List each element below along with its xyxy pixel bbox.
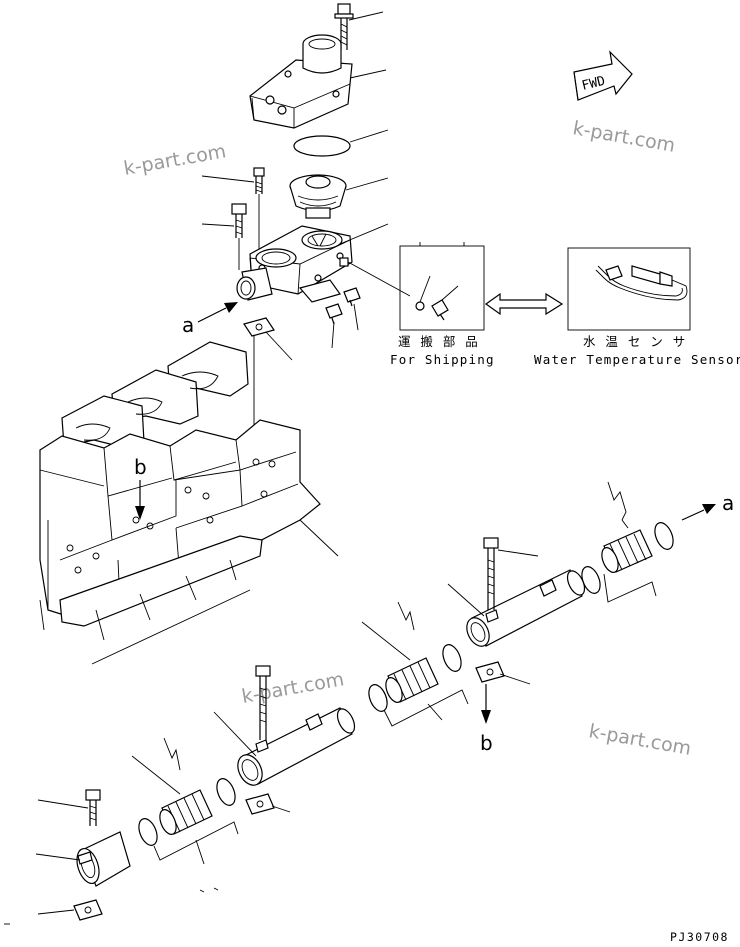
leader-line bbox=[271, 805, 291, 813]
forward-direction-arrow-icon: FWD bbox=[573, 50, 633, 101]
elbow-pipe-icon bbox=[76, 831, 131, 887]
arrow-head-icon bbox=[702, 504, 716, 514]
arrow-line bbox=[681, 509, 705, 521]
callout-b-right: b bbox=[480, 731, 493, 755]
leader-line bbox=[499, 673, 531, 685]
leader-line bbox=[427, 703, 443, 721]
leader-line bbox=[621, 519, 629, 529]
watermark-4: k-part.com bbox=[587, 720, 693, 760]
top-bolt-icon bbox=[334, 3, 354, 50]
arrow-line bbox=[197, 307, 227, 323]
leader-line bbox=[361, 621, 411, 661]
sensor-connector-icon bbox=[605, 265, 623, 281]
squiggle-leader bbox=[397, 601, 415, 631]
pipe-gasket-right-icon bbox=[475, 661, 505, 683]
for-shipping-panel bbox=[399, 242, 485, 331]
drain-plug-icon bbox=[343, 287, 361, 307]
elbow-bolt-icon bbox=[85, 789, 101, 826]
callout-b-left: b bbox=[134, 455, 147, 479]
watermark-1: k-part.com bbox=[122, 140, 228, 180]
o-ring-icon bbox=[293, 135, 351, 157]
pipe-bolt-lower-icon bbox=[255, 665, 271, 740]
hose-connector-lower-icon bbox=[159, 789, 213, 835]
leader-line bbox=[299, 519, 339, 557]
hose-connector-middle-icon bbox=[385, 657, 439, 703]
housing-gasket-icon bbox=[243, 317, 275, 337]
leader-line bbox=[35, 853, 81, 861]
water-temperature-sensor-panel bbox=[567, 247, 691, 331]
sensor-jp-label: 水 温 セ ン サ bbox=[583, 334, 686, 349]
drawing-code: PJ30708 bbox=[670, 930, 729, 943]
callout-a-right: a bbox=[722, 491, 734, 515]
leader-line bbox=[331, 321, 335, 349]
leader-line bbox=[447, 583, 485, 617]
leader-line bbox=[131, 755, 181, 795]
leader-line bbox=[201, 175, 255, 183]
pipe-gasket-lower-icon bbox=[245, 793, 275, 815]
leader-line bbox=[348, 11, 384, 21]
group-bracket-line bbox=[383, 689, 469, 727]
o-ring-icon bbox=[216, 778, 236, 806]
water-pipe-lower-icon bbox=[237, 707, 356, 786]
elbow-gasket-icon bbox=[73, 899, 103, 921]
group-bracket-line bbox=[153, 821, 239, 861]
o-ring-icon bbox=[368, 684, 388, 712]
engine-block-icon bbox=[39, 341, 321, 665]
leader-line bbox=[265, 331, 293, 361]
leader-line bbox=[349, 69, 387, 79]
leader-line bbox=[37, 799, 89, 809]
leader-line bbox=[37, 909, 75, 915]
leader-line bbox=[349, 129, 389, 143]
leader-line bbox=[339, 223, 389, 245]
fwd-label: FWD bbox=[580, 74, 607, 94]
squiggle-leader bbox=[163, 737, 181, 771]
stud-bolt-icon bbox=[253, 167, 265, 194]
watermark-2: k-part.com bbox=[571, 117, 677, 157]
leader-line bbox=[201, 223, 235, 227]
housing-bolt-icon bbox=[231, 203, 247, 238]
plug-icon bbox=[325, 303, 343, 325]
arrow-head-icon bbox=[481, 710, 491, 724]
hose-connector-right-icon bbox=[601, 529, 653, 573]
for-shipping-en-label: For Shipping bbox=[390, 352, 495, 367]
sensor-en-label: Water Temperature Sensor bbox=[534, 352, 740, 367]
arrow-head-icon bbox=[135, 506, 145, 520]
for-shipping-jp-label: 運 搬 部 品 bbox=[398, 334, 479, 349]
arrow-head-icon bbox=[224, 302, 238, 313]
water-pipe-upper-icon bbox=[466, 569, 586, 647]
leader-line bbox=[345, 177, 389, 191]
o-ring-icon bbox=[138, 818, 158, 846]
leader-line bbox=[497, 549, 539, 557]
pipe-bolt-right-icon bbox=[483, 537, 499, 610]
thermostat-housing-icon bbox=[236, 225, 353, 303]
o-ring-icon bbox=[654, 522, 674, 550]
washer-icon bbox=[415, 301, 425, 311]
group-bracket-line bbox=[603, 573, 657, 603]
thermostat-icon bbox=[289, 174, 347, 219]
leader-line bbox=[195, 839, 205, 865]
thermostat-cover-icon bbox=[249, 34, 353, 129]
double-arrow-icon bbox=[484, 292, 564, 316]
sensor-body-icon bbox=[631, 265, 661, 285]
dash-marks bbox=[199, 887, 219, 893]
squiggle-leader bbox=[607, 481, 627, 521]
sensor-plug-icon bbox=[431, 299, 449, 321]
leader-line bbox=[353, 303, 359, 331]
o-ring-icon bbox=[442, 644, 462, 672]
callout-a-top: a bbox=[182, 313, 194, 337]
leader-line bbox=[213, 711, 257, 757]
